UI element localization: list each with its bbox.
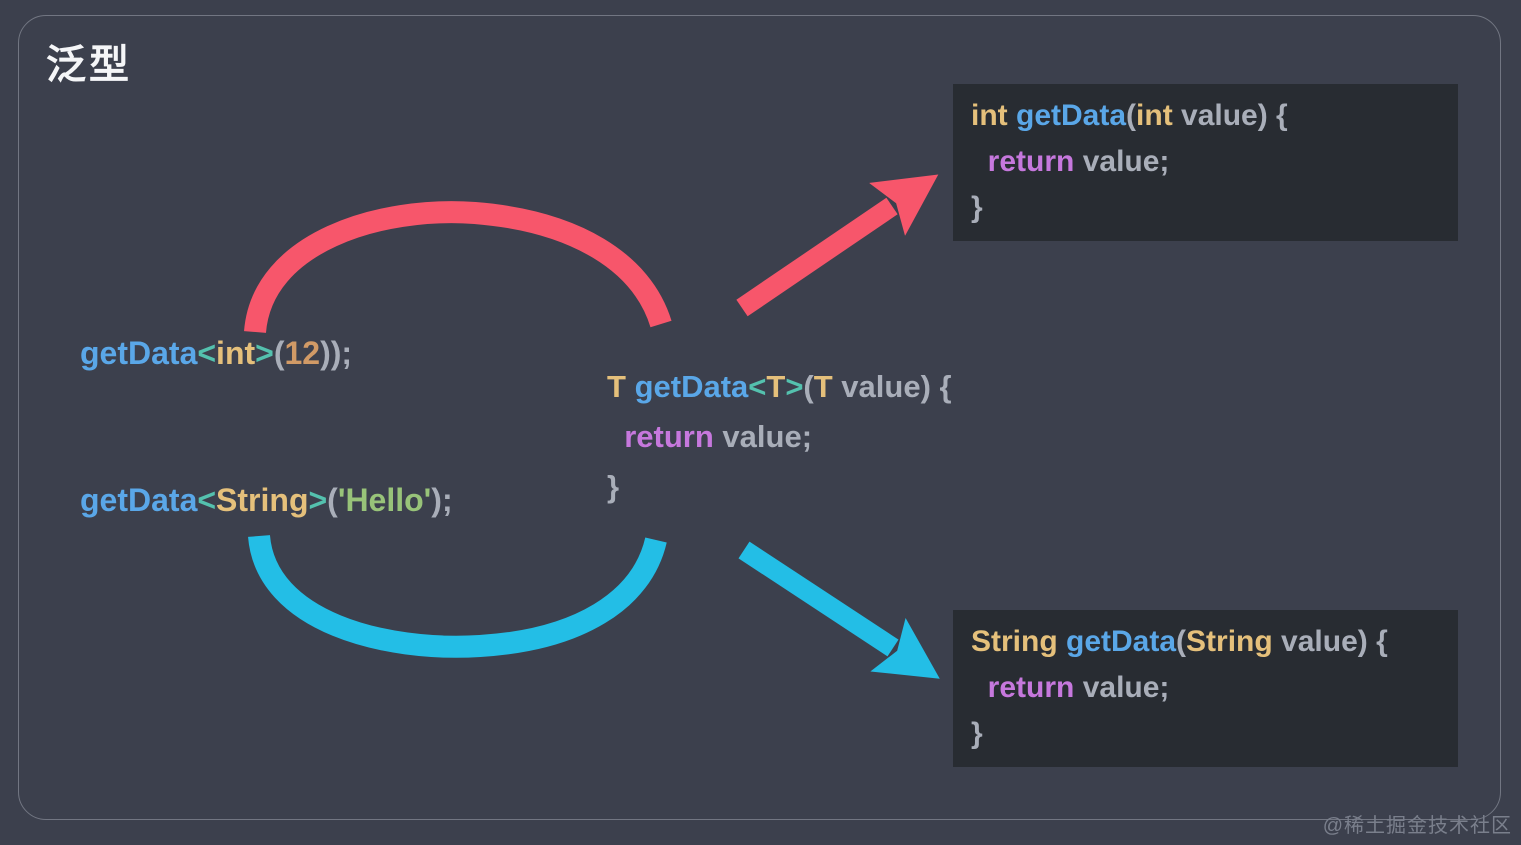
page-title: 泛型 [46, 43, 132, 87]
string-function-box: String getData(String value) { return va… [953, 610, 1458, 767]
code-line: } [971, 717, 983, 750]
watermark: @稀土掘金技术社区 [1322, 815, 1512, 837]
code-line: return value; [987, 671, 1170, 704]
code-call-string: getData<String>('Hello'); [80, 482, 453, 518]
red-curved-arrow [244, 201, 672, 334]
code-line: return value; [987, 145, 1170, 178]
blue-curved-arrow [248, 534, 667, 658]
code-line: return value; [624, 419, 813, 454]
generic-function-code: T getData<T>(T value) { return value; } [607, 362, 952, 512]
code-line: } [971, 191, 983, 224]
code-line: } [607, 469, 620, 504]
code-line: String getData(String value) { [971, 625, 1388, 658]
code-call-int: getData<int>(12)); [80, 335, 353, 371]
code-line: int getData(int value) { [971, 99, 1288, 132]
code-line: T getData<T>(T value) { [607, 369, 952, 404]
blue-straight-arrow [738, 541, 940, 679]
int-function-box: int getData(int value) { return value; } [953, 84, 1458, 241]
red-straight-arrow [736, 174, 939, 317]
